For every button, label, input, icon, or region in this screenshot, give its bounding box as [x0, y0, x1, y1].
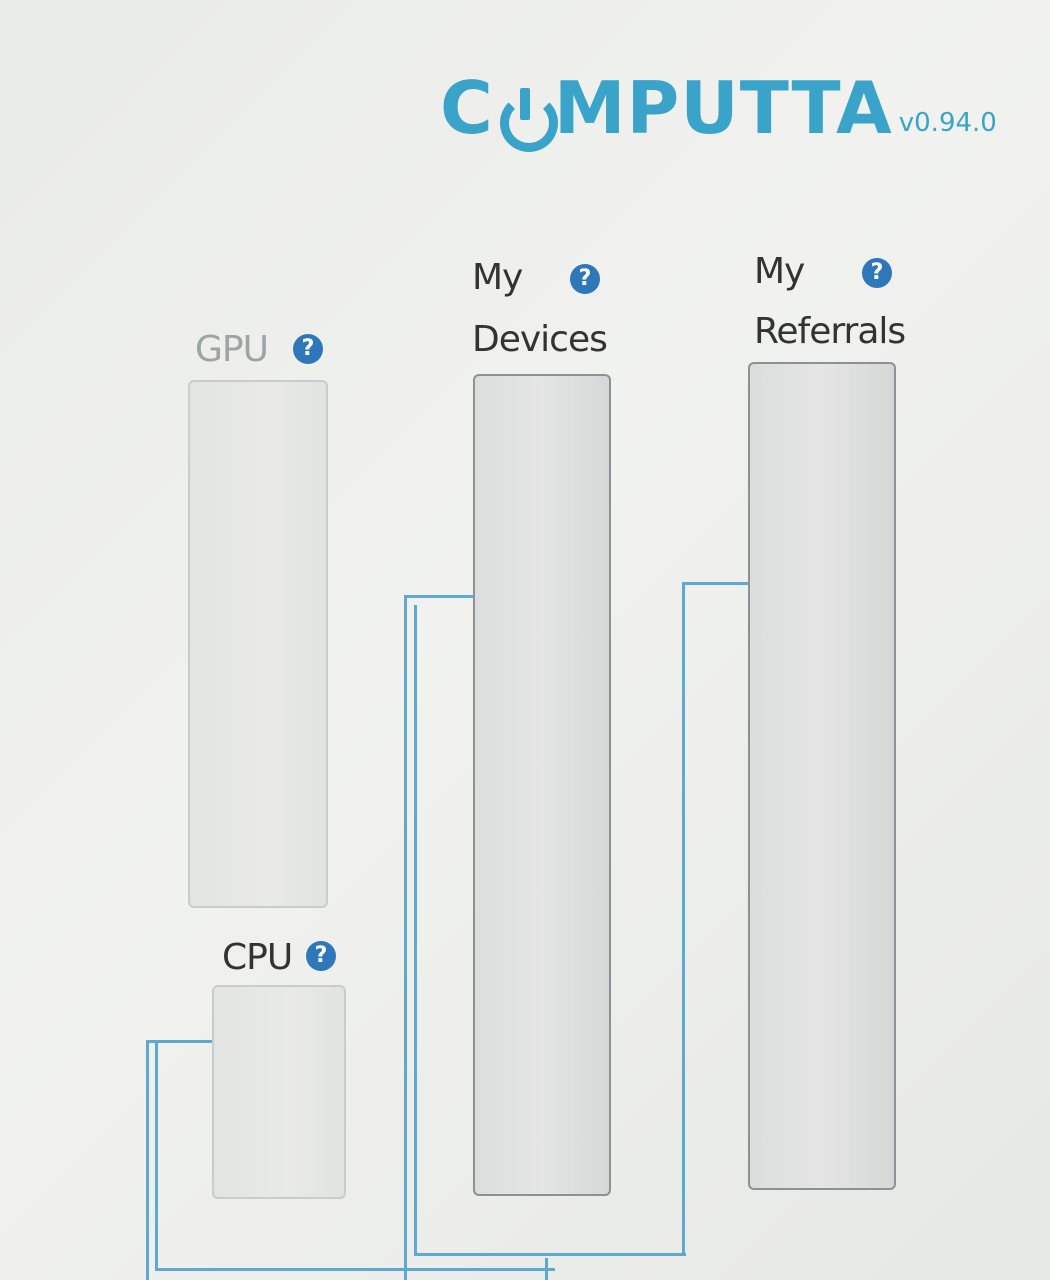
- connector-line: [404, 595, 407, 1280]
- connector-line: [682, 582, 685, 1256]
- devices-panel[interactable]: [473, 374, 611, 1196]
- devices-label-line1-group: My ?: [472, 248, 600, 308]
- cpu-label-group: CPU ?: [222, 928, 336, 988]
- cpu-panel[interactable]: [212, 985, 346, 1199]
- cpu-help-icon[interactable]: ?: [306, 941, 336, 971]
- referrals-label-line1-group: My ?: [754, 242, 892, 302]
- referrals-panel[interactable]: [748, 362, 896, 1190]
- cpu-label: CPU: [222, 937, 293, 978]
- gpu-label: GPU: [195, 329, 269, 370]
- connector-line: [545, 1258, 548, 1280]
- logo-text-left: C: [440, 66, 494, 150]
- devices-label-line1: My: [472, 257, 523, 298]
- devices-label-line2-group: Devices: [472, 310, 608, 370]
- gpu-label-group: GPU ?: [195, 320, 323, 380]
- connector-line: [404, 595, 474, 598]
- connector-line: [146, 1040, 149, 1280]
- app-logo: C MPUTTA v0.94.0: [440, 66, 997, 152]
- connector-line: [682, 582, 748, 585]
- gpu-help-icon[interactable]: ?: [293, 334, 323, 364]
- connector-line: [155, 1268, 555, 1271]
- gpu-panel[interactable]: [188, 380, 328, 908]
- referrals-label-line1: My: [754, 251, 805, 292]
- version-label: v0.94.0: [898, 108, 997, 138]
- logo-text-right: MPUTTA: [553, 66, 893, 150]
- connector-line: [414, 605, 417, 1255]
- referrals-label-line2: Referrals: [754, 311, 906, 352]
- connector-line: [155, 1040, 158, 1270]
- devices-label-line2: Devices: [472, 319, 608, 360]
- power-icon: [496, 88, 558, 152]
- referrals-help-icon[interactable]: ?: [862, 258, 892, 288]
- devices-help-icon[interactable]: ?: [570, 264, 600, 294]
- connector-line: [414, 1253, 686, 1256]
- referrals-label-line2-group: Referrals: [754, 302, 906, 362]
- connector-line: [146, 1040, 212, 1043]
